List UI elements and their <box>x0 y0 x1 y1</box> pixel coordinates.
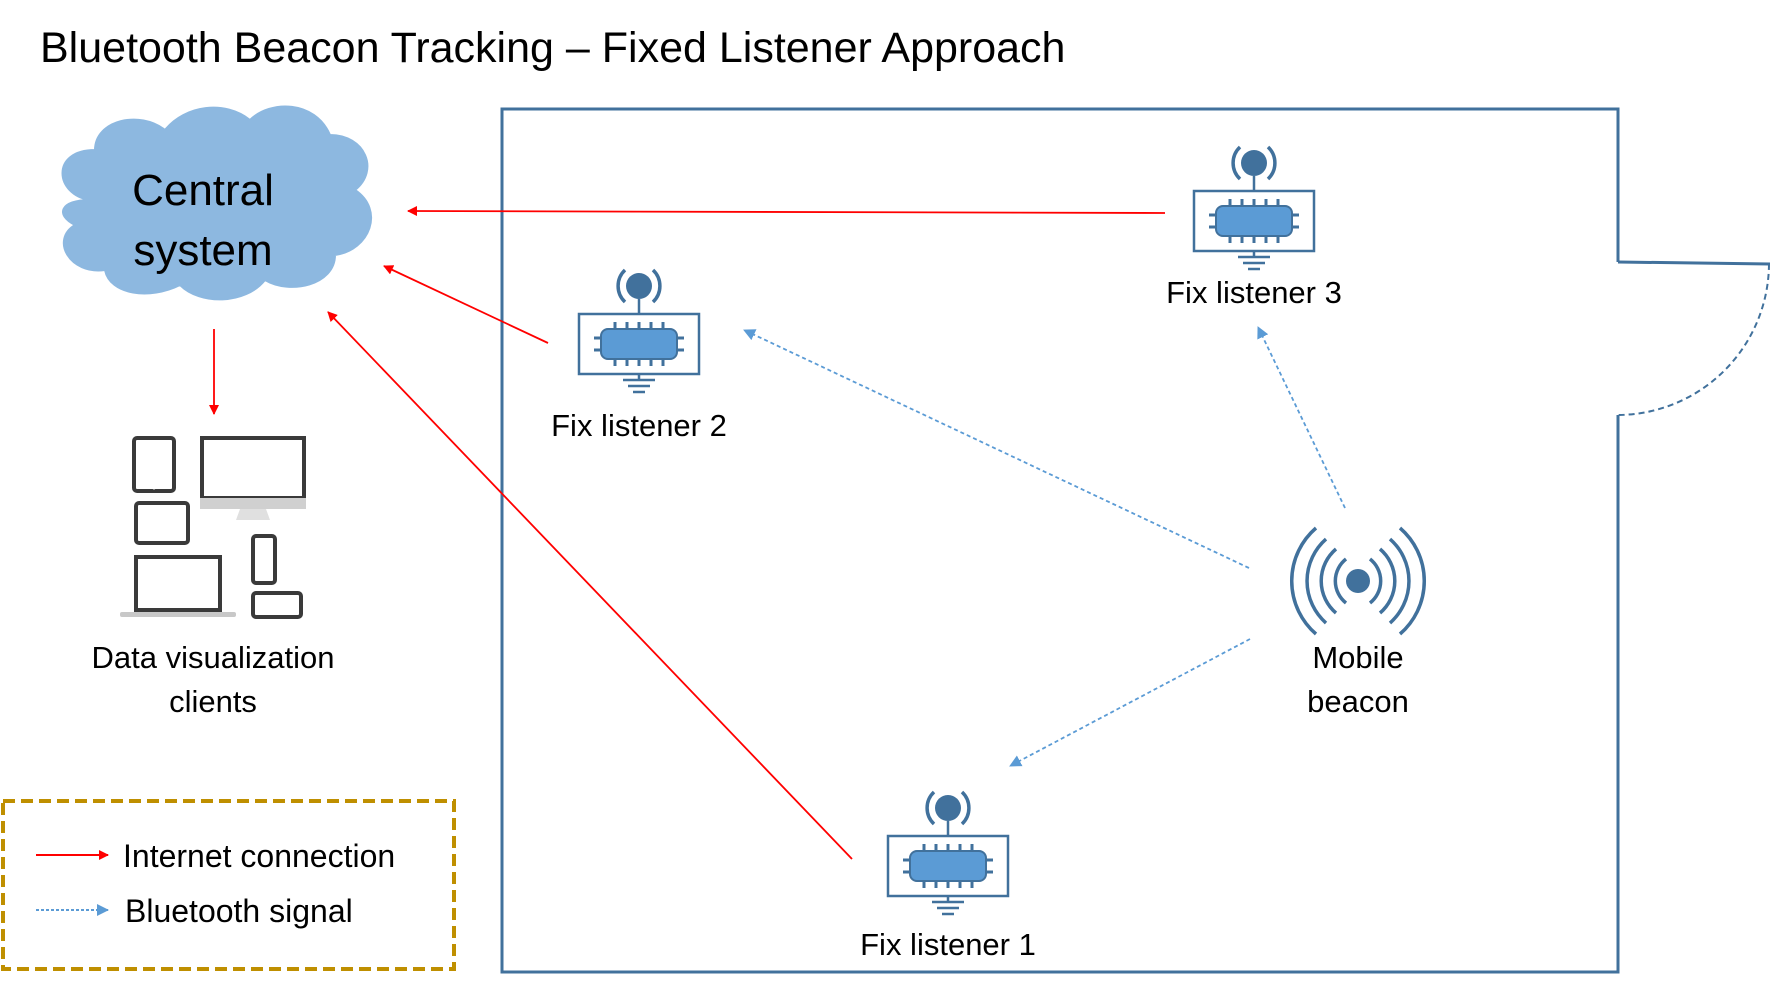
bluetooth-signals <box>743 326 1346 767</box>
central-system[interactable]: Central system <box>61 105 373 301</box>
legend-internet-label: Internet connection <box>123 838 395 874</box>
listener-1-label: Fix listener 1 <box>860 927 1036 962</box>
chip-antenna-icon <box>577 268 701 394</box>
connection-listener1-to-central <box>327 311 853 860</box>
cloud-icon <box>61 105 373 301</box>
beacon-label-line1: Mobile <box>1312 640 1403 675</box>
chip-antenna-icon <box>1192 145 1316 271</box>
room-outline <box>500 107 1770 974</box>
connection-listener2-to-central <box>383 265 549 344</box>
broadcast-icon <box>1289 526 1427 636</box>
clients-label-line2: clients <box>169 684 257 719</box>
signal-beacon-to-listener3 <box>1257 326 1346 509</box>
legend-border <box>1 799 456 971</box>
mobile-beacon[interactable]: Mobile beacon <box>1289 526 1427 719</box>
legend-bluetooth-label: Bluetooth signal <box>125 893 353 929</box>
door-swing-arc <box>1617 263 1770 416</box>
connection-listener3-to-central <box>407 206 1166 217</box>
listener-2[interactable]: Fix listener 2 <box>551 268 727 443</box>
devices-icon <box>120 436 306 619</box>
page-title: Bluetooth Beacon Tracking – Fixed Listen… <box>40 24 1065 72</box>
internet-connections <box>209 206 1166 860</box>
legend: Internet connection Bluetooth signal <box>1 799 456 971</box>
signal-beacon-to-listener2 <box>743 329 1250 569</box>
central-system-label-line1: Central <box>132 166 274 215</box>
clients[interactable]: Data visualization clients <box>92 436 335 719</box>
door-leaf <box>1617 260 1770 266</box>
listener-3-label: Fix listener 3 <box>1166 275 1342 310</box>
listener-1[interactable]: Fix listener 1 <box>860 790 1036 962</box>
listener-3[interactable]: Fix listener 3 <box>1166 145 1342 310</box>
chip-antenna-icon <box>886 790 1010 916</box>
listener-2-label: Fix listener 2 <box>551 408 727 443</box>
clients-label-line1: Data visualization <box>92 640 335 675</box>
beacon-label-line2: beacon <box>1307 684 1409 719</box>
signal-beacon-to-listener1 <box>1009 638 1251 767</box>
central-system-label-line2: system <box>133 226 272 275</box>
